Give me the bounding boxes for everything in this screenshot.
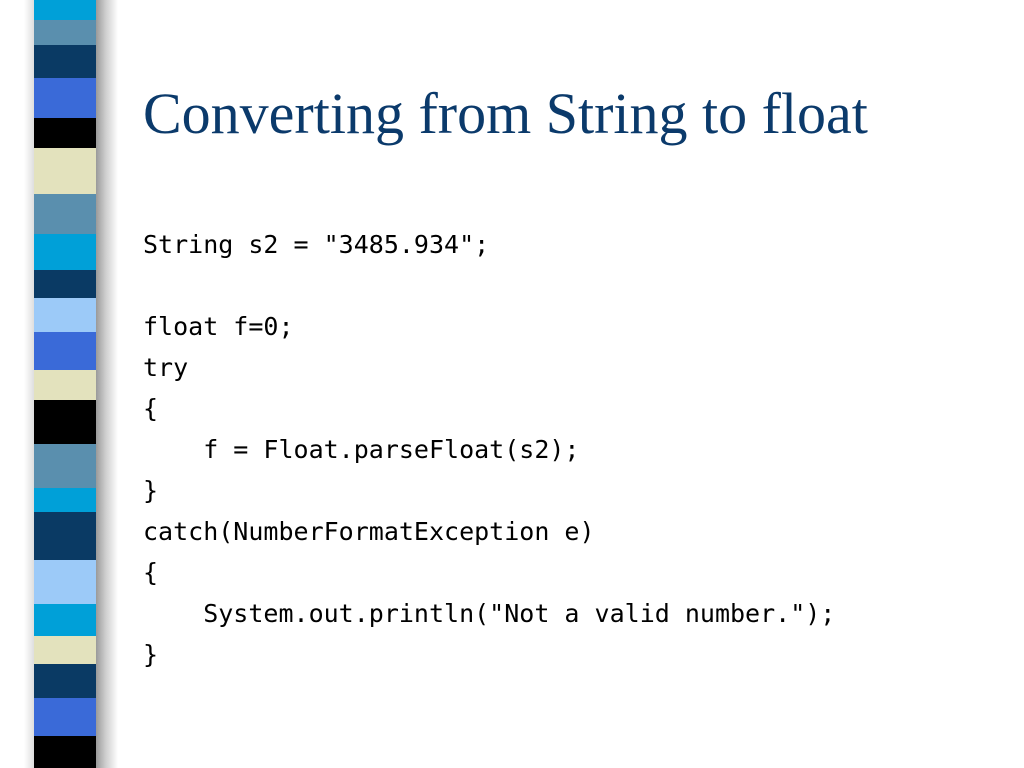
stripe-block [34,332,100,370]
stripe-block [34,118,100,148]
stripe-block [34,270,100,298]
code-line: try [143,353,189,382]
stripe-block [34,636,100,664]
decorative-stripe [34,0,100,768]
code-line: String s2 = "3485.934"; [143,230,490,259]
code-line [143,265,835,306]
stripe-block [34,148,100,194]
code-line: { [143,394,159,423]
stripe-block [34,444,100,488]
stripe-block [34,370,100,400]
stripe-block [34,78,100,118]
stripe-block [34,45,100,78]
stripe-block [34,512,100,560]
stripe-block [34,736,100,768]
stripe-block [34,488,100,512]
stripe-block [34,604,100,636]
stripe-block [34,234,100,270]
stripe-block [34,664,100,698]
stripe-shadow-left [24,0,36,768]
code-line: } [143,476,159,505]
stripe-block [34,698,100,736]
code-line: } [143,640,159,669]
code-line: float f=0; [143,312,294,341]
stripe-block [34,400,100,444]
code-line: catch(NumberFormatException e) [143,517,595,546]
slide-title: Converting from String to float [143,81,868,146]
stripe-shadow [96,0,118,768]
stripe-block [34,0,100,20]
stripe-block [34,560,100,604]
code-line: f = Float.parseFloat(s2); [143,435,580,464]
code-line: System.out.println("Not a valid number."… [143,599,836,628]
stripe-block [34,194,100,234]
stripe-block [34,298,100,332]
code-block: String s2 = "3485.934"; float f=0; try {… [143,224,835,675]
code-line: { [143,558,159,587]
stripe-block [34,20,100,45]
